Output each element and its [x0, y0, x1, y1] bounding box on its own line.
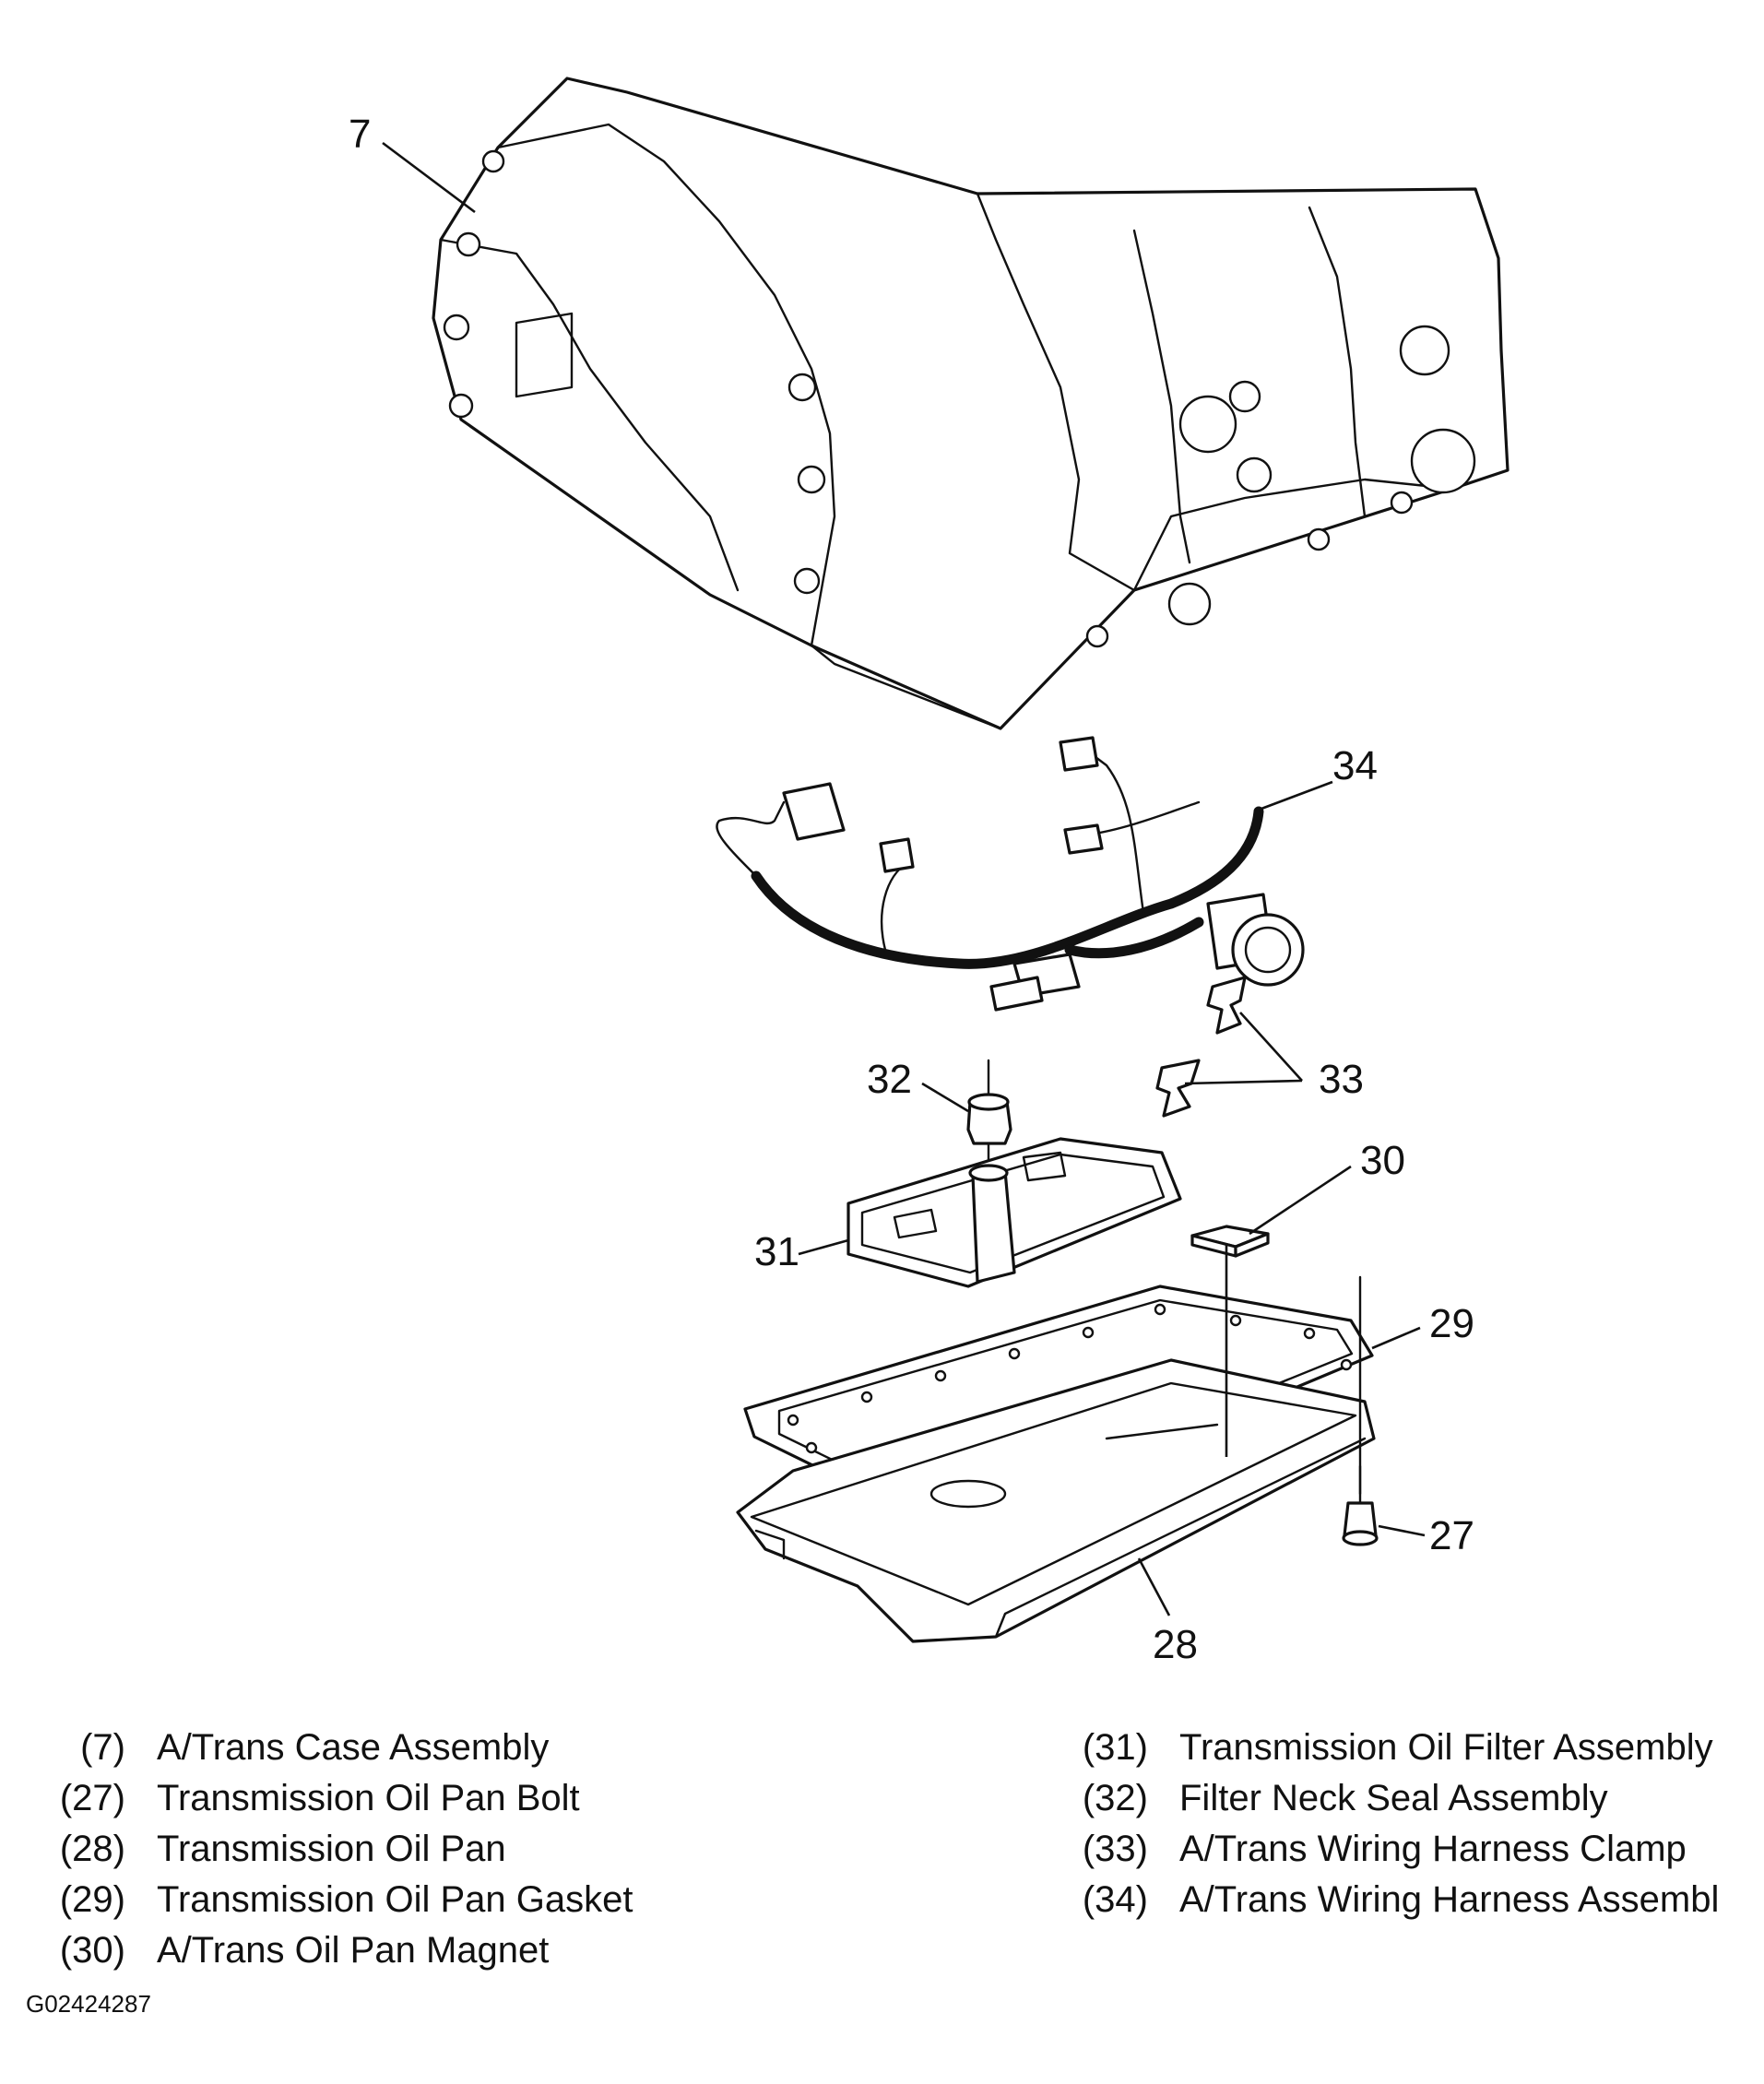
transmission-case [432, 77, 1509, 730]
callout-labels: 7 34 32 33 30 31 29 27 28 [349, 112, 1474, 1667]
callout-33: 33 [1319, 1057, 1364, 1102]
callout-27: 27 [1429, 1513, 1474, 1558]
callout-32: 32 [867, 1057, 912, 1102]
oil-pan [736, 1358, 1376, 1643]
legend-item: (34) A/Trans Wiring Harness Assembl [1056, 1875, 1720, 1925]
legend-right-column: (31) Transmission Oil Filter Assembly (32… [1056, 1723, 1720, 1925]
legend-number: (29) [59, 1879, 125, 1920]
legend-item: (31) Transmission Oil Filter Assembly [1056, 1723, 1719, 1773]
oil-filter [846, 1137, 1182, 1288]
leader-lines [382, 141, 1426, 1616]
legend-label: Transmission Oil Filter Assembly [1179, 1727, 1713, 1768]
legend-label: A/Trans Oil Pan Magnet [157, 1930, 550, 1971]
callout-7: 7 [349, 112, 371, 157]
legend-label: A/Trans Wiring Harness Assembl [1179, 1879, 1720, 1920]
legend-label: A/Trans Wiring Harness Clamp [1179, 1829, 1687, 1869]
callout-29: 29 [1429, 1301, 1474, 1346]
exploded-parts-diagram: 7 34 32 33 30 31 29 27 28 [349, 77, 1509, 1667]
oil-pan-magnet [1190, 1225, 1270, 1258]
legend-number: (32) [1082, 1778, 1148, 1818]
wiring-harness [716, 736, 1305, 1012]
legend-number: (33) [1082, 1829, 1148, 1869]
legend-label: A/Trans Case Assembly [157, 1727, 550, 1768]
legend-number: (30) [59, 1930, 125, 1971]
legend-item: (29) Transmission Oil Pan Gasket [28, 1875, 633, 1925]
figure-code: G02424287 [26, 1990, 151, 2018]
legend-left-column: (7) A/Trans Case Assembly (27) Transmissio… [28, 1723, 633, 1976]
harness-clamps [1155, 976, 1247, 1118]
legend-label: Transmission Oil Pan [157, 1829, 506, 1869]
legend-label: Transmission Oil Pan Gasket [157, 1879, 633, 1920]
callout-34: 34 [1332, 743, 1378, 788]
oil-pan-bolt [1342, 1275, 1379, 1546]
legend-number: (31) [1082, 1727, 1148, 1768]
legend-item: (27) Transmission Oil Pan Bolt [28, 1773, 633, 1824]
legend-item: (30) A/Trans Oil Pan Magnet [28, 1925, 633, 1976]
filter-neck-seal [966, 1059, 1012, 1166]
legend-number: (28) [59, 1829, 125, 1869]
callout-31: 31 [754, 1229, 799, 1274]
legend-number: (27) [59, 1778, 125, 1818]
legend-item: (33) A/Trans Wiring Harness Clamp [1056, 1824, 1719, 1875]
legend-item: (32) Filter Neck Seal Assembly [1056, 1773, 1719, 1824]
legend-number: (7) [80, 1727, 125, 1768]
legend-label: Filter Neck Seal Assembly [1179, 1778, 1608, 1818]
legend-number: (34) [1082, 1879, 1148, 1920]
callout-30: 30 [1360, 1138, 1405, 1183]
legend-item: (7) A/Trans Case Assembly [28, 1723, 633, 1773]
legend-label: Transmission Oil Pan Bolt [157, 1778, 580, 1818]
legend-item: (28) Transmission Oil Pan [28, 1824, 633, 1875]
callout-28: 28 [1153, 1622, 1198, 1667]
